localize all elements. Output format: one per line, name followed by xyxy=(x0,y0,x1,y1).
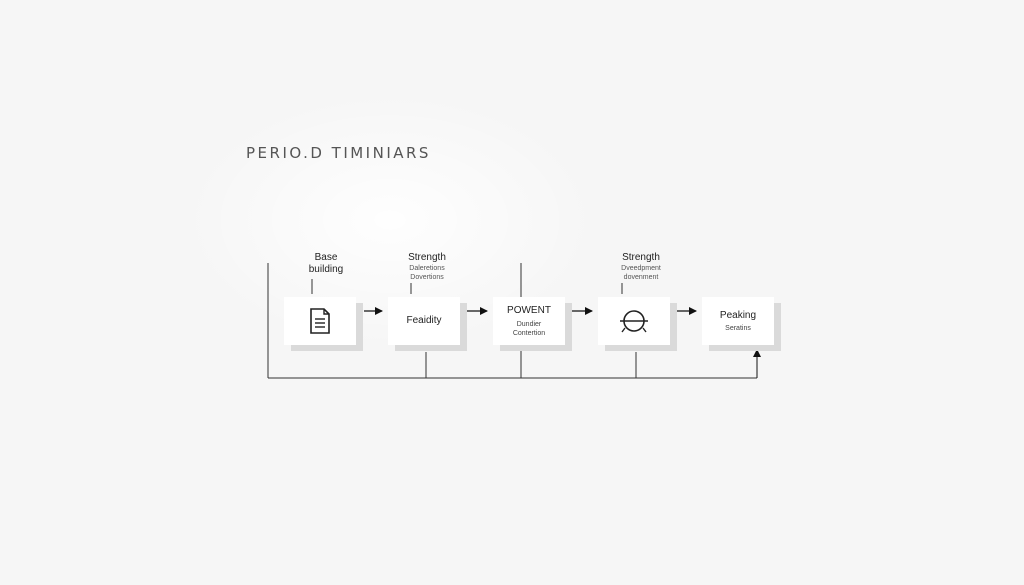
stage-3-title: POWENT xyxy=(507,304,551,316)
stage-4-label-line-2: Dveedpment xyxy=(621,265,661,272)
stage-2-text: Feaidity xyxy=(406,315,442,326)
stage-3-box: POWENT Dundier Contertion xyxy=(493,297,565,345)
stage-2-label: Strength Daleretions Dovertions xyxy=(391,252,463,282)
stage-2-label-line-2: Daleretions xyxy=(409,265,445,272)
circle-bar-icon xyxy=(617,308,651,334)
stage-3-subtitle-2: Contertion xyxy=(512,329,546,337)
stage-1-label-line-1: Base xyxy=(314,252,338,263)
stage-4-label-line-1: Strength xyxy=(622,252,660,263)
stage-2-box: Feaidity xyxy=(388,297,460,345)
stage-2-label-line-3: Dovertions xyxy=(410,274,444,281)
stage-5-title: Peaking xyxy=(719,309,757,321)
stage-1-label-line-2: building xyxy=(308,264,344,275)
stage-2-label-line-1: Strength xyxy=(408,252,446,263)
stage-4-box xyxy=(598,297,670,345)
stage-1-box xyxy=(284,297,356,345)
stage-5-subtitle: Seratins xyxy=(725,324,751,332)
diagram-title: PERIO.D TIMINIARS xyxy=(246,144,431,162)
stage-3-subtitle-1: Dundier xyxy=(516,320,542,328)
document-icon xyxy=(307,307,333,335)
stage-1-label: Base building xyxy=(296,252,356,276)
stage-4-label-line-3: dovenment xyxy=(623,274,659,281)
stage-5-box: Peaking Seratins xyxy=(702,297,774,345)
stage-4-label: Strength Dveedpment dovenment xyxy=(605,252,677,282)
